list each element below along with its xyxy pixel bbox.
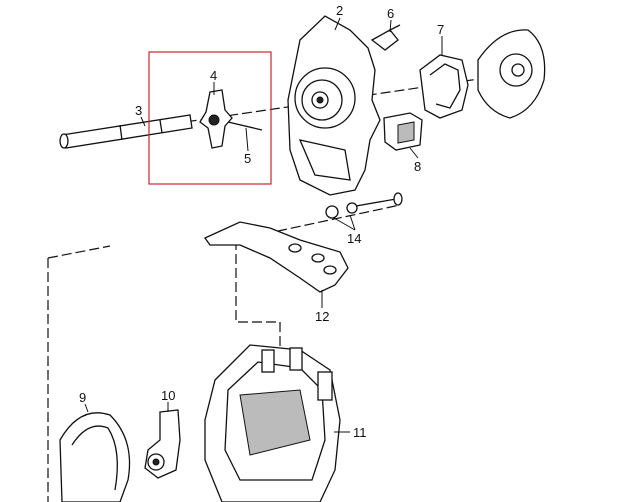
part-housing <box>204 344 341 502</box>
leader-lines <box>84 17 443 433</box>
part-pin <box>227 121 263 131</box>
part-shaft <box>59 114 193 149</box>
part-screw-washers <box>325 192 403 219</box>
callout-2: 2 <box>336 3 343 18</box>
callout-12: 12 <box>315 309 329 324</box>
part-clip <box>370 24 401 51</box>
callout-4: 4 <box>210 68 217 83</box>
part-rotor <box>199 89 233 149</box>
callout-3: 3 <box>135 103 142 118</box>
part-breaker-plate <box>287 15 381 196</box>
assembly-line-frame <box>47 204 401 502</box>
part-ring <box>419 54 469 119</box>
highlight-box <box>148 51 272 185</box>
callout-9: 9 <box>79 390 86 405</box>
callout-5: 5 <box>244 151 251 166</box>
callout-10: 10 <box>161 388 175 403</box>
callout-14: 14 <box>347 231 361 246</box>
callout-6: 6 <box>387 6 394 21</box>
callout-7: 7 <box>437 22 444 37</box>
part-seal <box>59 412 131 502</box>
callout-8: 8 <box>414 159 421 174</box>
part-cap <box>477 29 546 119</box>
callout-11: 11 <box>353 425 367 440</box>
part-connector <box>383 112 423 151</box>
part-bracket <box>204 221 349 293</box>
part-cam <box>144 409 181 479</box>
